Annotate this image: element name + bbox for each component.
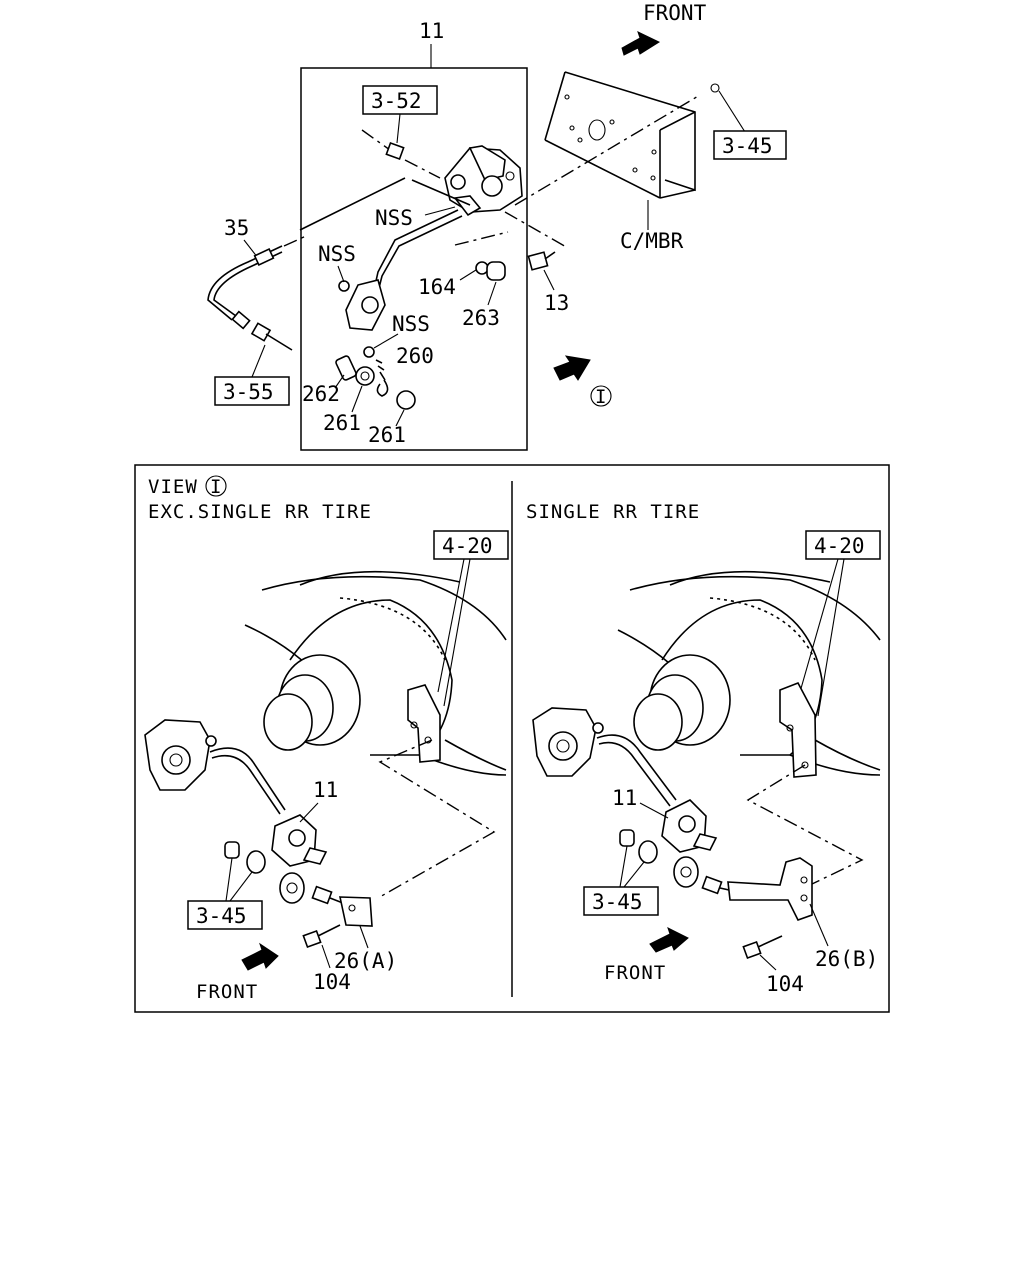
ref-box-3-55 — [214, 376, 290, 406]
front-label-right: FRONT — [604, 962, 666, 984]
ref-box-4-20-right — [805, 530, 881, 560]
part-261-b: 261 — [368, 423, 406, 447]
ref-3-52: 3-52 — [371, 89, 422, 113]
view-marker-circle — [590, 385, 612, 407]
left-part-104: 104 — [313, 970, 351, 994]
front-arrow-icon — [621, 31, 661, 56]
top-assembly: 11 FRONT C/MBR 3-45 — [207, 1, 787, 451]
ref-box-4-20-left — [433, 530, 509, 560]
right-part-11: 11 — [612, 786, 637, 810]
left-heading: EXC.SINGLE RR TIRE — [148, 501, 372, 523]
front-arrow-left-icon — [241, 942, 279, 971]
frame-label: C/MBR — [620, 229, 684, 253]
left-part-11: 11 — [313, 778, 338, 802]
nss-label-1: NSS — [375, 206, 413, 230]
part-13: 13 — [544, 291, 569, 315]
right-heading: SINGLE RR TIRE — [526, 501, 700, 523]
ref-4-20-right: 4-20 — [814, 534, 865, 558]
view-frame — [134, 464, 890, 1013]
part-263: 263 — [462, 306, 500, 330]
part-262: 262 — [302, 382, 340, 406]
view-title: VIEW — [148, 476, 198, 498]
right-panel: SINGLE RR TIRE 4-20 — [526, 501, 881, 996]
lower-link-bracket — [338, 279, 386, 331]
part-260: 260 — [396, 344, 434, 368]
cross-member — [544, 71, 696, 199]
ref-box-3-45-right — [583, 886, 659, 916]
left-valve — [144, 719, 286, 815]
valve-body — [444, 145, 523, 217]
nss-label-3: NSS — [392, 312, 430, 336]
ref-box-3-45-left — [187, 900, 263, 930]
front-label-left: FRONT — [196, 981, 258, 1003]
part-35: 35 — [224, 216, 249, 240]
view-direction-arrow-icon — [553, 355, 591, 381]
right-valve — [532, 707, 677, 807]
assembly-frame — [300, 67, 528, 451]
ref-3-45-right: 3-45 — [592, 890, 643, 914]
ref-box-3-45-top — [713, 130, 787, 160]
view-marker-top: I — [595, 386, 607, 408]
view-marker: I — [210, 476, 222, 498]
front-label-top: FRONT — [643, 1, 707, 25]
nss-label-2: NSS — [318, 242, 356, 266]
front-arrow-right-icon — [649, 927, 689, 953]
right-part-104: 104 — [766, 972, 804, 996]
view-panel: VIEW I EXC.SINGLE RR TIRE 4-20 — [134, 464, 890, 1013]
left-part-26: 26(A) — [334, 949, 397, 973]
part-164: 164 — [418, 275, 456, 299]
part-261-a: 261 — [323, 411, 361, 435]
right-part-26: 26(B) — [815, 947, 878, 971]
ref-4-20-left: 4-20 — [442, 534, 493, 558]
group-label-11: 11 — [419, 19, 444, 43]
left-panel: EXC.SINGLE RR TIRE 4-20 — [144, 501, 509, 1003]
ref-3-45-top: 3-45 — [722, 134, 773, 158]
ref-3-45-left: 3-45 — [196, 904, 247, 928]
ref-3-55: 3-55 — [223, 380, 274, 404]
